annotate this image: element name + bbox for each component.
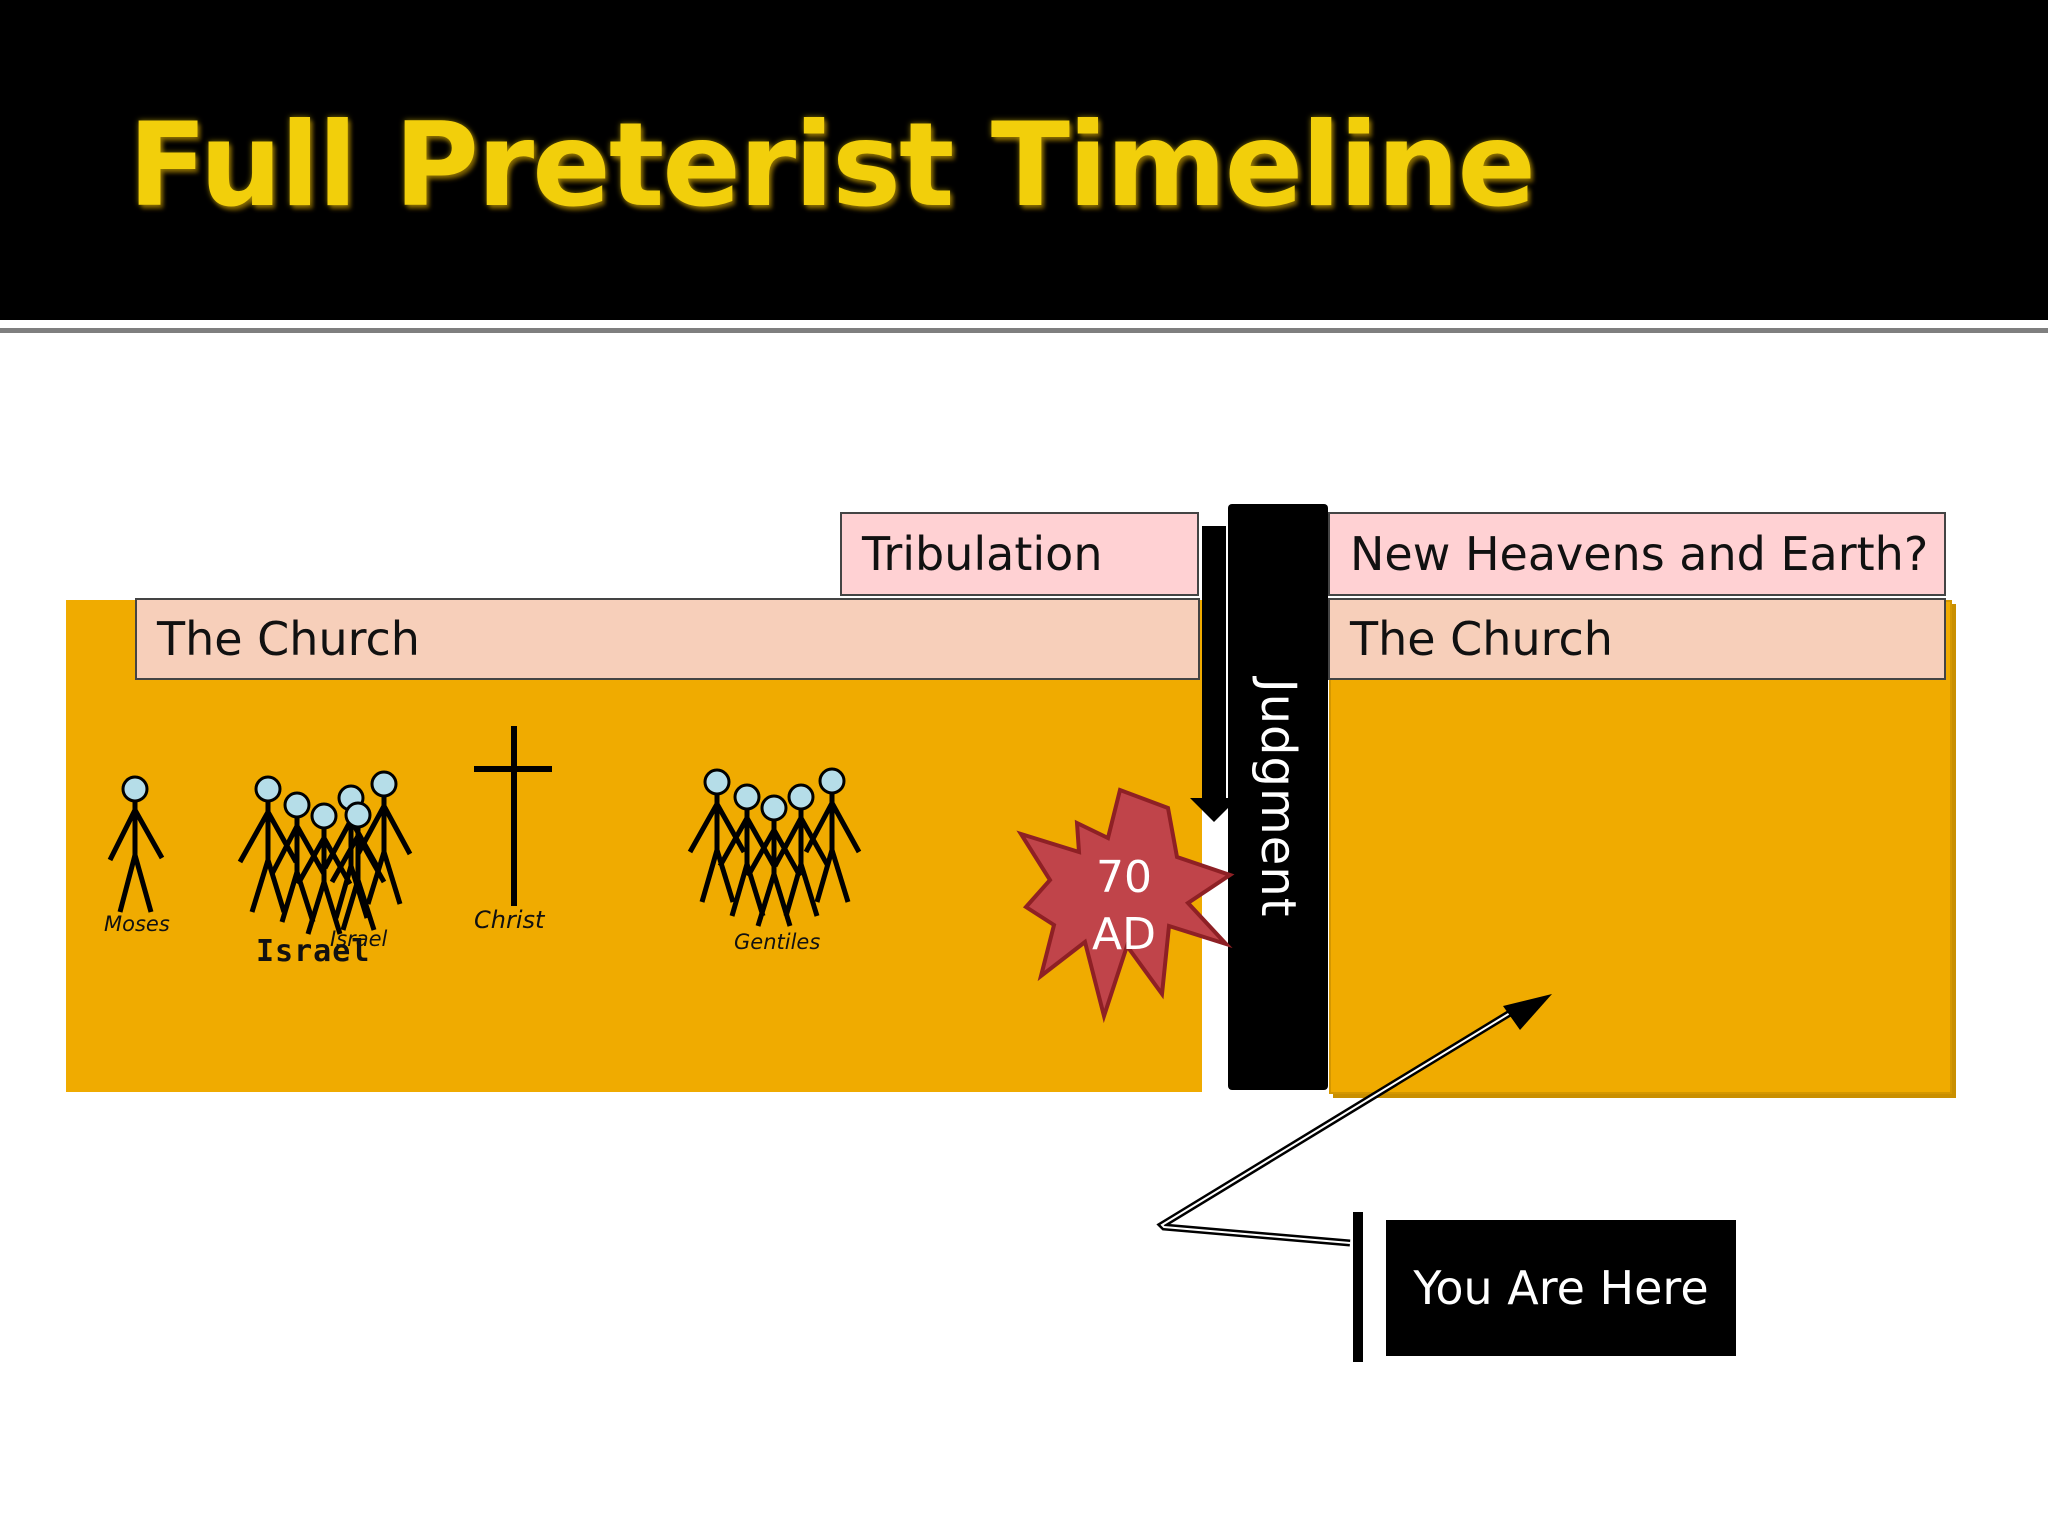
event-era: AD xyxy=(1092,909,1156,960)
tribulation-label: Tribulation xyxy=(862,527,1103,581)
moses-label: Moses xyxy=(104,912,170,936)
era-before-judgment xyxy=(66,600,1202,1092)
new-heavens-label: New Heavens and Earth? xyxy=(1350,527,1929,581)
church-label-left: The Church xyxy=(157,612,420,666)
israel-figure-group xyxy=(237,770,413,935)
title-divider-light xyxy=(0,322,2048,326)
new-heavens-box: New Heavens and Earth? xyxy=(1328,512,1946,596)
israel-label-large: Israel xyxy=(256,934,371,969)
israel-label-small: Israel xyxy=(330,927,388,951)
you-are-here-label: You Are Here xyxy=(1413,1261,1709,1315)
judgment-bar xyxy=(1228,504,1328,1090)
era-after-judgment xyxy=(1329,600,1952,1094)
moses-figure xyxy=(107,775,165,913)
you-are-here-box: You Are Here xyxy=(1386,1220,1736,1356)
title-bar xyxy=(0,0,2048,320)
starburst-70ad xyxy=(1016,787,1235,1024)
church-box-left: The Church xyxy=(135,598,1200,680)
cross-icon xyxy=(474,726,552,906)
you-are-here-pointer xyxy=(1156,994,1552,1362)
title-divider-gray xyxy=(0,328,2048,333)
gentiles-label: Gentiles xyxy=(734,930,821,954)
starburst-label: 70 AD xyxy=(1092,849,1156,963)
gentiles-figure-group xyxy=(687,767,862,927)
church-box-right: The Church xyxy=(1328,598,1946,680)
christ-label: Christ xyxy=(474,906,545,934)
church-label-right: The Church xyxy=(1350,612,1613,666)
tribulation-down-arrow xyxy=(1190,526,1238,822)
tribulation-box: Tribulation xyxy=(840,512,1199,596)
event-year: 70 xyxy=(1095,851,1152,903)
slide-title: Full Preterist Timeline xyxy=(128,98,1536,233)
